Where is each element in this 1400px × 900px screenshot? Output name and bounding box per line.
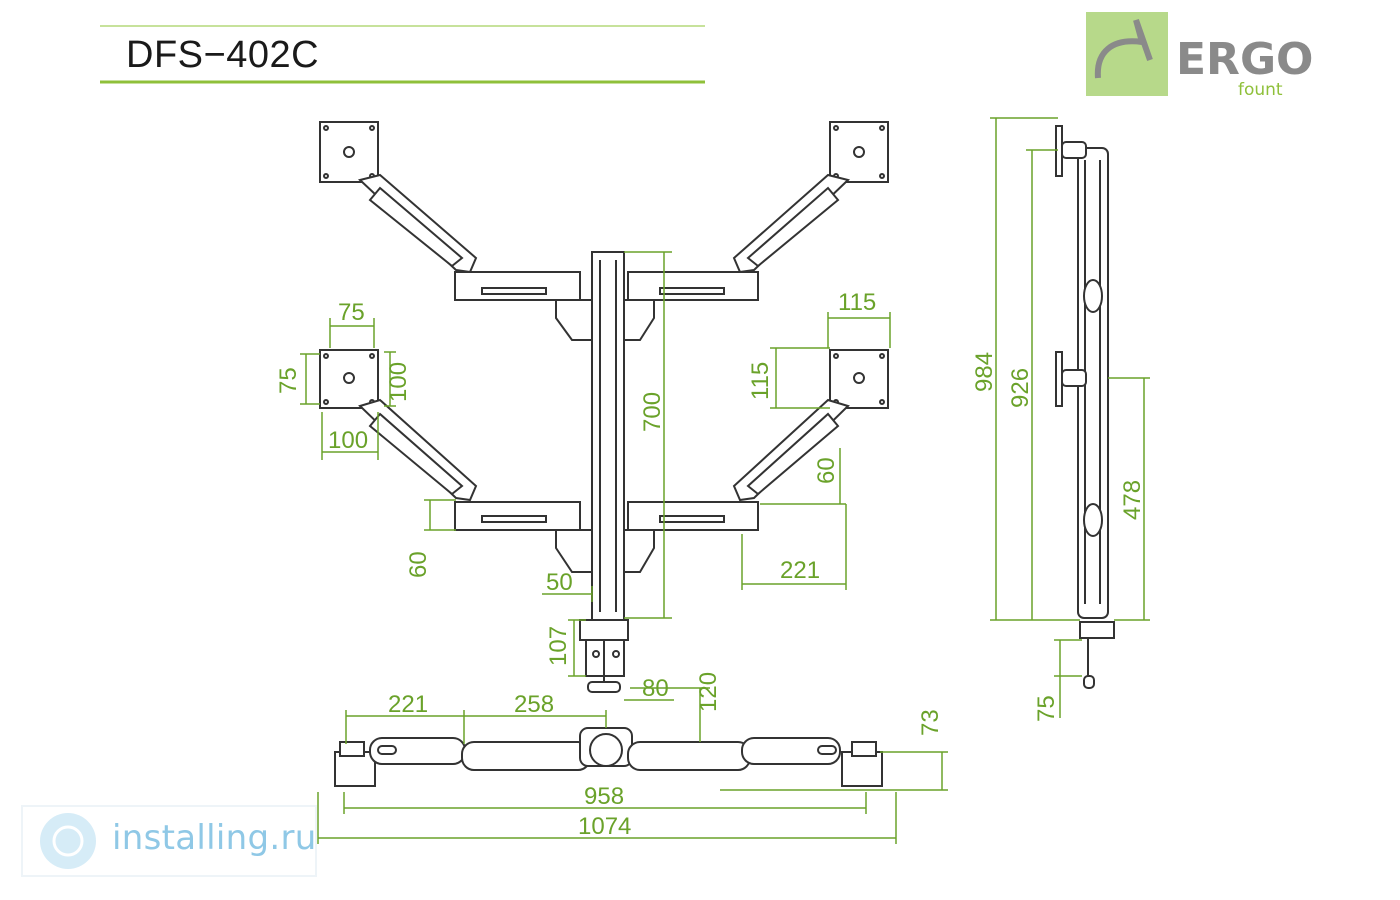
dim-73: 73	[917, 709, 944, 736]
lower-left-arm	[319, 349, 593, 573]
dim-100-bottom: 100	[328, 427, 368, 454]
watermark-frame	[21, 805, 317, 877]
dim-926: 926	[1007, 368, 1034, 408]
dim-107: 107	[545, 626, 572, 666]
dim-984: 984	[971, 352, 998, 392]
brand-badge	[1086, 12, 1168, 96]
top-plate-left	[334, 751, 376, 787]
side-view	[1055, 125, 1115, 689]
side-clamp	[1079, 621, 1115, 639]
dim-958: 958	[584, 783, 624, 810]
dim-60-left: 60	[405, 551, 432, 578]
watermark-text: installing.ru	[112, 818, 317, 858]
dim-80: 80	[642, 675, 669, 702]
dim-221-base: 221	[388, 691, 428, 718]
dim-60-right: 60	[813, 457, 840, 484]
upper-left-arm	[319, 121, 593, 341]
dimension-labels: 75 75 100 100 115 115 60 221 60 50 700 1…	[275, 289, 1146, 840]
dim-50: 50	[546, 569, 573, 596]
dim-478: 478	[1119, 480, 1146, 520]
top-view	[334, 727, 883, 787]
lower-right-arm	[623, 349, 889, 573]
header-rules	[100, 25, 705, 84]
dim-700: 700	[639, 392, 666, 432]
dim-75-top: 75	[338, 299, 365, 326]
model-title: DFS−402C	[126, 34, 320, 76]
brand-sub: fount	[1238, 80, 1283, 100]
dim-100-side: 100	[385, 362, 412, 402]
brand-mark-icon	[1094, 19, 1153, 79]
dim-115-side: 115	[747, 362, 774, 400]
dim-221-right: 221	[780, 557, 820, 584]
dim-1074: 1074	[578, 813, 631, 840]
dim-75-side: 75	[275, 367, 302, 394]
dim-258: 258	[514, 691, 554, 718]
dim-75-clamp: 75	[1033, 695, 1060, 722]
dimension-lines	[300, 117, 1150, 844]
top-plate-right	[841, 751, 883, 787]
brand-name: ERGO	[1176, 34, 1313, 85]
dim-120: 120	[695, 672, 722, 712]
front-view	[319, 121, 889, 693]
upper-right-arm	[623, 121, 889, 341]
gear-globe-icon	[40, 813, 96, 869]
brand-logo: ERGO fount	[1086, 12, 1313, 100]
center-pole	[591, 251, 625, 621]
desk-clamp	[579, 619, 629, 693]
dim-115-top: 115	[838, 289, 876, 316]
pole-top	[589, 733, 623, 767]
